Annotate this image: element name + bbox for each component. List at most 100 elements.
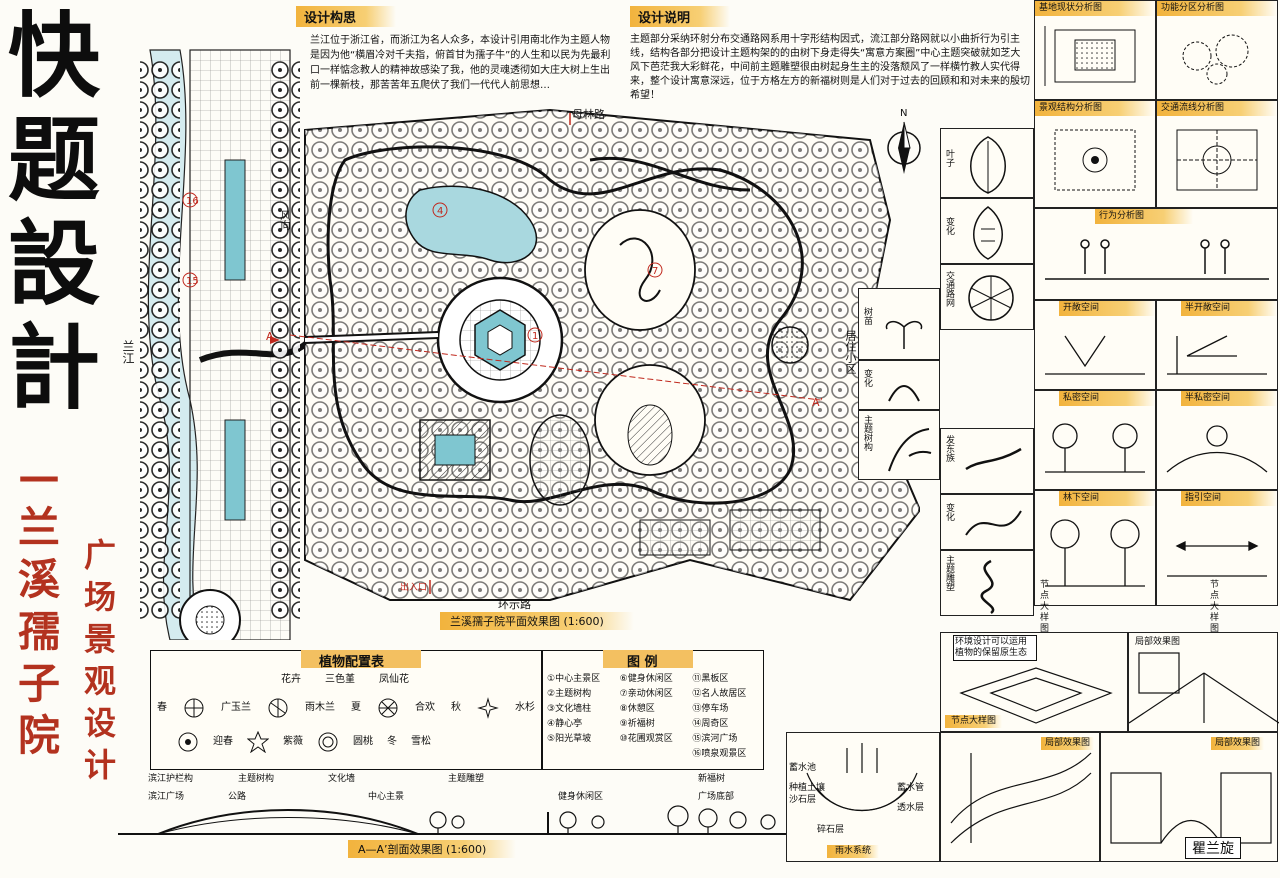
season-summer: 夏 bbox=[351, 702, 361, 713]
panel-title: 功能分区分析图 bbox=[1157, 1, 1277, 16]
leaf-variant-icon bbox=[973, 206, 1003, 260]
analysis-panel: 半开敞空间 bbox=[1156, 300, 1278, 390]
legend-item: ⑪黑板区 bbox=[692, 674, 729, 684]
road-network-icon bbox=[968, 275, 1014, 321]
plant-row-spring: 春 广玉兰 雨木兰 夏 合欢 秋 水杉 bbox=[157, 697, 535, 719]
view-title: 局部效果图 bbox=[1211, 737, 1265, 750]
plant-table: 植物配置表 花卉 三色堇 凤仙花 春 广玉兰 雨木兰 夏 合欢 秋 水杉 迎春 … bbox=[150, 650, 542, 770]
legend-item: ⑭周奇区 bbox=[692, 719, 729, 729]
perspective-view-2: 局部效果图 bbox=[1128, 632, 1280, 732]
rain-label: 种植土壤 bbox=[789, 783, 826, 793]
legend-item: ②主题树构 bbox=[547, 689, 592, 699]
rain-label: 沙石层 bbox=[789, 795, 817, 805]
legend-item: ⑥健身休闲区 bbox=[619, 674, 673, 684]
concept-label: 变化 bbox=[944, 217, 954, 235]
design-idea-heading: 设计构思 bbox=[296, 6, 397, 27]
design-idea-block: 设计构思 兰江位于浙江省，而浙江为名人众多，本设计引用南北作为主题人物是因为他“… bbox=[296, 6, 616, 116]
analysis-panel: 景观结构分析图 bbox=[1034, 100, 1156, 208]
section-label: 广场底部 bbox=[698, 792, 735, 802]
analysis-panel: 交通流线分析图 bbox=[1156, 100, 1278, 208]
plan-title-text: 兰溪孺子院平面效果图 (1:600) bbox=[450, 615, 604, 628]
panel-title: 指引空间 bbox=[1181, 491, 1277, 506]
analysis-panel: 基地现状分析图 bbox=[1034, 0, 1156, 100]
tree-symbol-icon bbox=[378, 698, 398, 718]
sapling-icon bbox=[885, 320, 923, 349]
plant-item: 迎春 bbox=[213, 736, 233, 747]
legend-item: ⑬停车场 bbox=[692, 704, 729, 714]
plant-header-row: 花卉 三色堇 凤仙花 bbox=[281, 673, 409, 687]
analysis-panel: 开敞空间 bbox=[1034, 300, 1156, 390]
node-detail-title: 节点大样图 bbox=[1040, 580, 1050, 634]
legend-item: ⑫名人故居区 bbox=[692, 689, 747, 699]
plan-title: 兰溪孺子院平面效果图 (1:600) bbox=[440, 612, 634, 630]
brush-icon bbox=[965, 447, 1022, 471]
concept-label: 变化 bbox=[944, 503, 954, 521]
plant-item: 合欢 bbox=[415, 702, 435, 713]
concept-cell: 交通路网 bbox=[940, 264, 1034, 330]
concept-cell: 主题树构 bbox=[858, 410, 940, 480]
concept-cell: 主题雕塑 bbox=[940, 550, 1034, 616]
main-title: 快题設計 bbox=[8, 4, 126, 454]
analysis-panel: 半私密空间 bbox=[1156, 390, 1278, 490]
svg-text:7: 7 bbox=[652, 266, 658, 277]
plan-label-river: 兰江 bbox=[121, 340, 135, 364]
design-idea-text: 兰江位于浙江省，而浙江为名人众多，本设计引用南北作为主题人物是因为他“横眉冷对千… bbox=[310, 35, 611, 91]
analysis-panel: 功能分区分析图 bbox=[1156, 0, 1278, 100]
tree-symbol-icon bbox=[268, 698, 288, 718]
concept-cell: 树苗 bbox=[858, 288, 940, 360]
master-plan: 1 7 4 15 16 bbox=[130, 40, 922, 651]
legend-item: ⑧休憩区 bbox=[619, 704, 655, 714]
concept-cell: 发东族 bbox=[940, 428, 1034, 494]
rain-label: 透水层 bbox=[897, 803, 925, 813]
perspective-sketch bbox=[959, 667, 1113, 724]
concept-label: 叶子 bbox=[944, 149, 954, 167]
design-desc-block: 设计说明 主题部分采纳环射分布交通路网系用十字形结构因式，流江部分路网就以小曲折… bbox=[630, 6, 1030, 116]
view-title: 雨水系统 bbox=[827, 845, 880, 858]
compass-icon bbox=[887, 121, 921, 174]
section-label: 中心主景 bbox=[368, 792, 405, 802]
season-spring: 春 bbox=[157, 702, 167, 713]
legend-items: ①中心主景区 ②主题树构 ③文化墙柱 ④静心亭 ⑤阳光草坡 ⑥健身休闲区 ⑦亲动… bbox=[547, 671, 763, 761]
legend-item: ⑯喷泉观景区 bbox=[692, 749, 747, 759]
tree-symbol-icon bbox=[477, 697, 499, 719]
behavior-sketch bbox=[1045, 239, 1269, 280]
circulation-sketch bbox=[1176, 129, 1258, 191]
leaf-icon bbox=[970, 136, 1006, 194]
section-label: 滨江护栏构 bbox=[148, 774, 194, 784]
section-label: 主题雕塑 bbox=[448, 774, 485, 784]
section-svg bbox=[118, 805, 788, 835]
rain-label: 蓄水管 bbox=[897, 783, 925, 793]
perspective-view-3: 局部效果图 bbox=[940, 732, 1100, 862]
svg-text:4: 4 bbox=[437, 206, 443, 217]
section-label: 健身休闲区 bbox=[558, 792, 604, 802]
analysis-panel: 指引空间 bbox=[1156, 490, 1278, 606]
sapling-variant-icon bbox=[888, 385, 920, 402]
project-subtitle: 广场景观设计 bbox=[84, 536, 117, 784]
analysis-panel: 私密空间 bbox=[1034, 390, 1156, 490]
svg-text:15: 15 bbox=[186, 276, 199, 287]
concept-cell: 变化 bbox=[858, 360, 940, 410]
plant-item: 水杉 bbox=[515, 702, 535, 713]
design-desc-heading: 设计说明 bbox=[630, 6, 731, 27]
analysis-panel: 林下空间 bbox=[1034, 490, 1156, 606]
design-desc-heading-text: 设计说明 bbox=[638, 11, 691, 26]
section-mark-a: A bbox=[266, 330, 274, 343]
north-label: N bbox=[900, 108, 908, 119]
concept-label: 变化 bbox=[862, 369, 872, 387]
theme-tree-icon bbox=[888, 428, 932, 472]
section-label: 公路 bbox=[228, 792, 247, 802]
plant-item: 紫薇 bbox=[283, 736, 303, 747]
legend-item: ①中心主景区 bbox=[547, 674, 601, 684]
concept-label: 主题雕塑 bbox=[944, 555, 954, 591]
perspective-view-1: 环境设计可以运用植物的保留原生态 节点大样图 bbox=[940, 632, 1128, 732]
section-mark-a2: A’ bbox=[812, 396, 824, 409]
panel-title: 行为分析图 bbox=[1095, 209, 1193, 224]
plan-label-residential: 居住小区 bbox=[844, 330, 857, 374]
concept-label: 树苗 bbox=[862, 307, 872, 325]
sculpture-icon bbox=[980, 559, 995, 615]
analysis-grid: 基地现状分析图 功能分区分析图 景观结构分析图 交通流线分析图 行为分析图 开敞… bbox=[1034, 0, 1278, 606]
open-space-sketch bbox=[1045, 335, 1145, 375]
legend-item: ⑮滨河广场 bbox=[692, 734, 738, 744]
perspective-sketch bbox=[950, 752, 1092, 844]
concept-label: 交通路网 bbox=[944, 271, 954, 307]
